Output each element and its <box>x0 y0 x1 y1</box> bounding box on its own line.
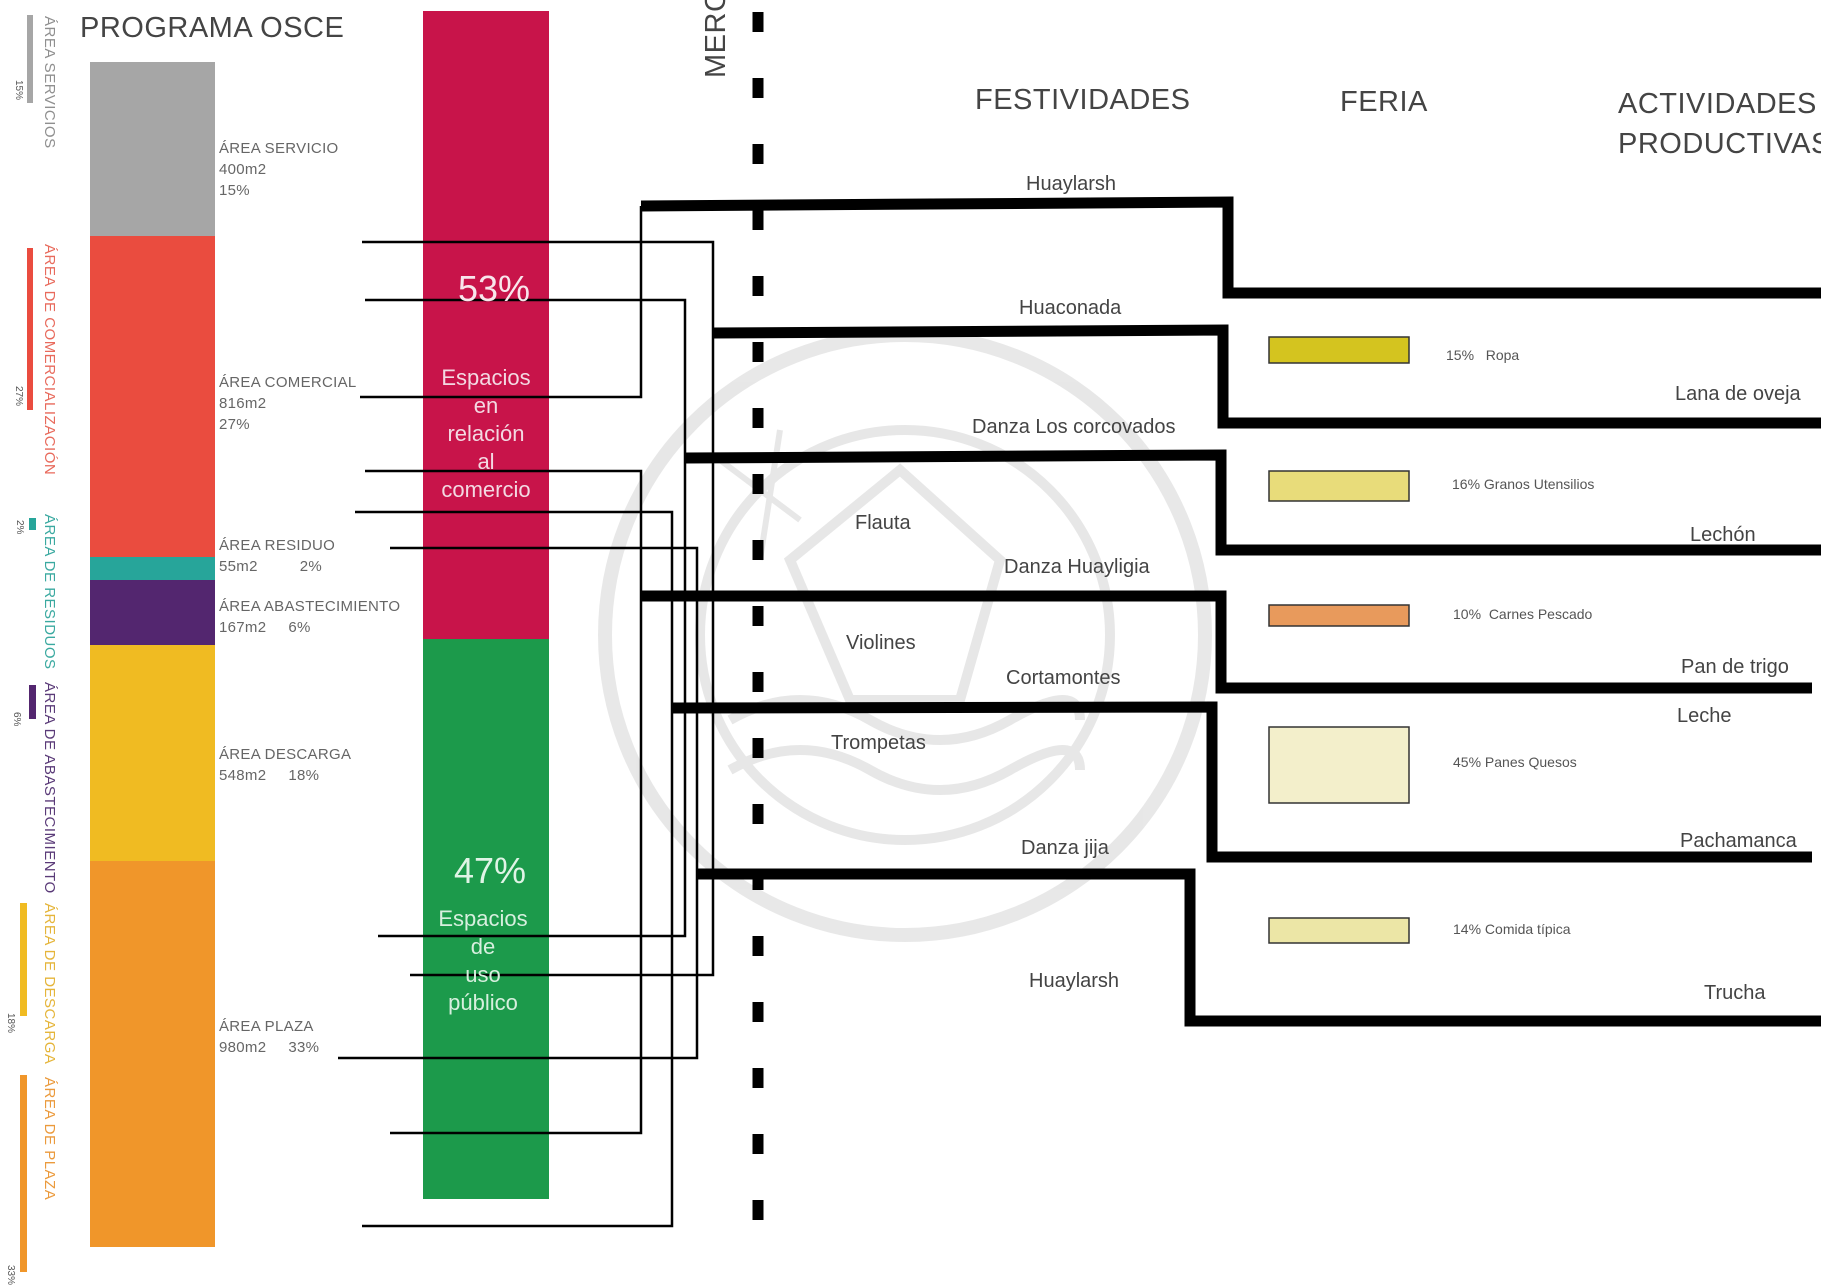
act-leche: Leche <box>1677 705 1732 727</box>
side-pct-plaza: 33% <box>5 1265 16 1286</box>
side-bar-plaza <box>20 1075 27 1272</box>
feria-box-granos <box>1268 470 1410 502</box>
bar-abastecimiento <box>90 580 215 645</box>
page-title: PROGRAMA OSCE <box>80 12 345 44</box>
feria-label-granos: 16% Granos Utensilios <box>1452 476 1595 492</box>
fest-violines: Violines <box>846 632 916 654</box>
side-label-residuos: ÁREA DE RESIDUOS <box>41 514 58 670</box>
side-label-comercializacion: ÁREA DE COMERCIALIZACIÓN <box>41 244 58 476</box>
feria-box-comida <box>1268 917 1410 944</box>
side-pct-comercializacion: 27% <box>13 386 24 407</box>
header-festividades: FESTIVIDADES <box>975 84 1191 116</box>
bar-publico <box>423 639 549 1199</box>
bar-descarga <box>90 645 215 861</box>
feria-box-panes <box>1268 726 1410 804</box>
side-pct-abastecimiento: 6% <box>11 712 22 727</box>
bar-residuo <box>90 557 215 580</box>
pct-publico: 47% <box>453 850 527 891</box>
fest-corcovados: Danza Los corcovados <box>972 416 1176 438</box>
feria-box-carnes <box>1268 604 1410 627</box>
bar-servicio <box>90 62 215 236</box>
feria-label-carnes: 10% Carnes Pescado <box>1453 606 1593 622</box>
side-bar-descarga <box>20 903 27 1016</box>
fest-cortamontes: Cortamontes <box>1006 667 1121 689</box>
side-bar-residuos <box>29 518 36 530</box>
feria-label-comida: 14% Comida típica <box>1453 921 1571 937</box>
feria-label-ropa: 15% Ropa <box>1446 347 1520 363</box>
side-label-plaza: ÁREA DE PLAZA <box>41 1077 58 1201</box>
act-lana: Lana de oveja <box>1675 383 1801 405</box>
bar-comercio <box>423 11 549 639</box>
fest-huaylarsh-1: Huaylarsh <box>1026 173 1117 195</box>
act-trucha: Trucha <box>1704 982 1766 1004</box>
bar-comercial <box>90 236 215 557</box>
side-pct-servicios: 15% <box>13 80 24 101</box>
bar-plaza <box>90 861 215 1247</box>
fest-flauta: Flauta <box>855 512 911 534</box>
fest-huaconada: Huaconada <box>1019 297 1122 319</box>
side-bar-abastecimiento <box>29 685 36 719</box>
pct-comercio: 53% <box>457 268 531 309</box>
side-pct-residuos: 2% <box>14 520 25 535</box>
header-feria: FERIA <box>1340 86 1428 118</box>
act-lechon: Lechón <box>1690 524 1756 546</box>
act-pachamanca: Pachamanca <box>1680 830 1797 852</box>
side-bar-servicios <box>27 15 33 103</box>
act-pan: Pan de trigo <box>1681 656 1789 678</box>
side-label-descarga: ÁREA DE DESCARGA <box>41 903 58 1065</box>
feria-label-panes: 45% Panes Quesos <box>1453 754 1577 770</box>
side-bar-comercializacion <box>27 248 33 410</box>
fest-huaylarsh-2: Huaylarsh <box>1029 970 1120 992</box>
market-label: MERC <box>700 0 732 78</box>
side-label-abastecimiento: ÁREA DE ABASTECIMIENTO <box>41 682 58 894</box>
fest-trompetas: Trompetas <box>831 732 926 754</box>
feria-box-ropa <box>1268 336 1410 364</box>
fest-danza-jija: Danza jija <box>1021 837 1109 859</box>
side-pct-descarga: 18% <box>5 1013 16 1034</box>
side-label-servicios: ÁREA SERVICIOS <box>41 16 58 149</box>
fest-huayligia: Danza Huayligia <box>1004 556 1150 578</box>
